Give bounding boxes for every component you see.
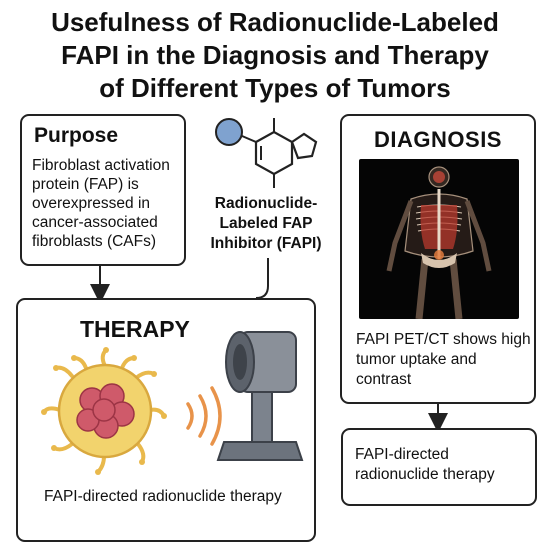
inhibitor-label: Radionuclide- Labeled FAP Inhibitor (FAP… [196,194,336,254]
diagnosis-text: FAPI PET/CT shows high tumor uptake and … [356,331,531,388]
diagnosis-box: DIAGNOSIS FAPI PET/C [340,114,536,404]
title-line-2: FAPI in the Diagnosis and Therapy [61,40,489,70]
page-title: Usefulness of Radionuclide-Labeled FAPI … [0,6,550,105]
purpose-box: Purpose Fibroblast activation protein (F… [20,114,186,266]
result-box: FAPI-directed radionuclide therapy [341,428,537,506]
inhibitor-line-1: Radionuclide- [214,195,318,212]
cell-icon [41,347,167,475]
radiation-waves-icon [186,386,222,446]
title-line-1: Usefulness of Radionuclide-Labeled [51,7,499,37]
therapy-text: FAPI-directed radionuclide therapy [44,488,282,505]
therapy-machine-icon [216,331,304,461]
therapy-heading: THERAPY [80,316,190,342]
inhibitor-to-therapy-connector [255,258,269,299]
inhibitor-line-3: Inhibitor (FAPI) [210,235,322,252]
diagnosis-heading: DIAGNOSIS [374,127,502,152]
title-line-3: of Different Types of Tumors [99,73,451,103]
pet-scan-image [359,159,519,319]
result-text: FAPI-directed radionuclide therapy [355,446,495,483]
therapy-box: THERAPY [16,298,316,542]
purpose-heading: Purpose [34,124,119,147]
purpose-text: Fibroblast activation protein (FAP) is o… [32,157,170,250]
inhibitor-line-2: Labeled FAP [219,215,313,232]
molecule-icon [215,118,318,188]
